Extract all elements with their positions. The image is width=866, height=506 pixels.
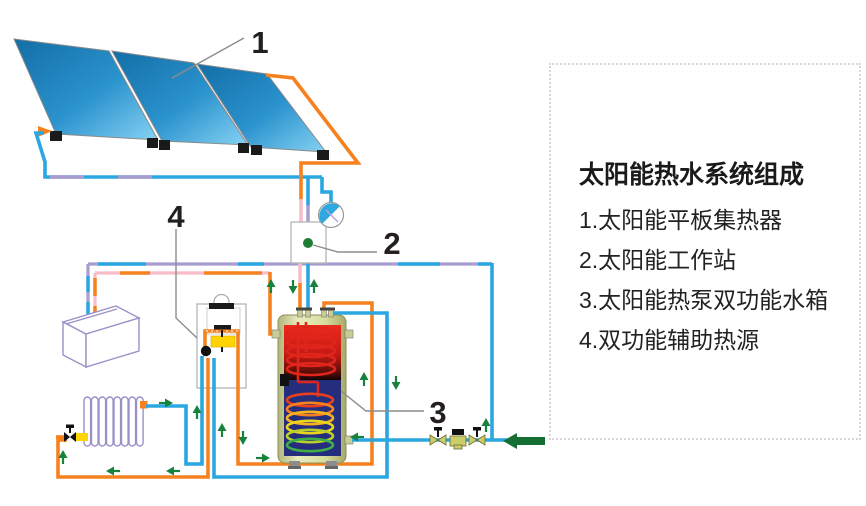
legend-item-workstation: 2.太阳能工作站 bbox=[579, 247, 737, 273]
solar-workstation bbox=[290, 221, 327, 264]
tank-cold-coil bbox=[285, 392, 335, 453]
tank-charge-loop-orange bbox=[236, 301, 374, 466]
tank-feet bbox=[288, 461, 338, 469]
legend-item-aux-heat: 4.双功能辅助热源 bbox=[579, 327, 760, 353]
solar-cold-supply-pipe bbox=[33, 131, 333, 222]
legend-item-tank: 3.太阳能热泵双功能水箱 bbox=[579, 287, 829, 313]
solar-collector-array bbox=[13, 38, 329, 160]
burner-element bbox=[210, 335, 236, 348]
storage-tank bbox=[271, 307, 354, 469]
cold-inlet-arrow bbox=[503, 433, 545, 449]
radiator bbox=[83, 396, 148, 447]
legend-panel: 太阳能热水系统组成 1.太阳能平板集热器 2.太阳能工作站 3.太阳能热泵双功能… bbox=[549, 63, 861, 440]
legend-item-collector: 1.太阳能平板集热器 bbox=[579, 207, 783, 233]
collector-feet bbox=[50, 131, 329, 160]
aux-boiler bbox=[196, 293, 247, 389]
boiler-collar bbox=[209, 303, 234, 309]
radiator-return-pipe bbox=[146, 356, 204, 466]
workstation-tank-pipes bbox=[298, 263, 310, 311]
workstation-indicator bbox=[303, 238, 313, 248]
shutoff-valve-1 bbox=[429, 427, 447, 446]
pressure-gauge-icon bbox=[317, 201, 345, 229]
radiator-outlet-fitting bbox=[140, 401, 148, 409]
radiator-supply-pipe bbox=[56, 358, 210, 479]
distribution-line-lavender bbox=[88, 262, 494, 440]
tank-hot-coil bbox=[285, 322, 337, 397]
tee-fitting bbox=[449, 429, 467, 450]
callout-2-workstation: 2 bbox=[383, 226, 400, 261]
shutoff-valve-2 bbox=[468, 427, 486, 446]
callout-1-collector: 1 bbox=[251, 25, 268, 60]
cold-water-line bbox=[352, 427, 545, 450]
callout-leaders bbox=[171, 37, 424, 412]
solar-hot-return-pipe bbox=[265, 73, 362, 222]
callout-4-aux-heat: 4 bbox=[167, 199, 185, 234]
radiator-valve bbox=[56, 424, 88, 442]
legend-title: 太阳能热水系统组成 bbox=[579, 161, 805, 189]
burner-valve-icon bbox=[214, 325, 231, 352]
callout-3-tank: 3 bbox=[429, 395, 446, 430]
circulation-pump bbox=[200, 345, 212, 357]
fan-coil-unit bbox=[61, 305, 141, 369]
